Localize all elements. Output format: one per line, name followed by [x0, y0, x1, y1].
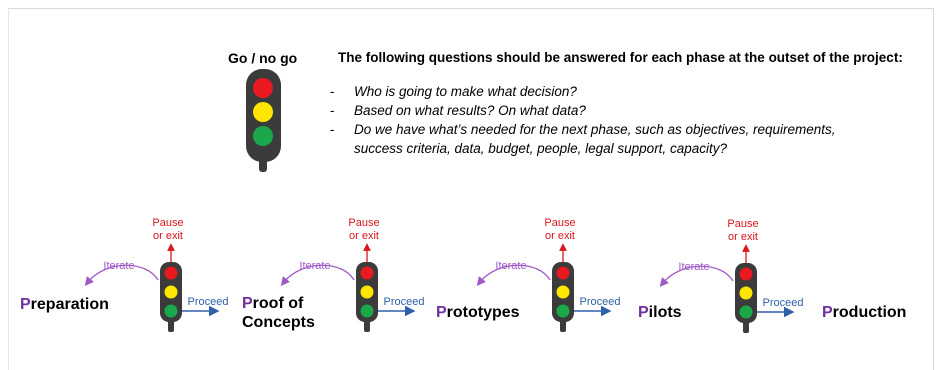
- phase-name: roduction: [832, 304, 907, 321]
- phase-proof-of-concepts: Proof of Concepts: [242, 294, 315, 332]
- phase-prototypes: Prototypes: [436, 303, 520, 322]
- gate-red-light: [739, 267, 753, 281]
- question-item: - Based on what results? On what data?: [330, 101, 870, 120]
- gate-green-light: [556, 304, 570, 318]
- phase-initial: P: [436, 304, 447, 321]
- proceed-label: Proceed: [580, 296, 621, 308]
- gate-yellow-light: [164, 285, 178, 299]
- iterate-arrow: [280, 264, 355, 287]
- gate-green-light: [164, 304, 178, 318]
- question-text: Based on what results? On what data?: [354, 103, 586, 118]
- iterate-label: Iterate: [103, 260, 134, 272]
- green-light: [253, 126, 273, 146]
- go-no-go-title: Go / no go: [228, 50, 298, 66]
- phase-name: roof of: [252, 295, 304, 312]
- question-text: Who is going to make what decision?: [354, 84, 577, 99]
- phase-pilots: Pilots: [638, 303, 682, 322]
- gate-yellow-light: [556, 285, 570, 299]
- gate-green-light: [360, 304, 374, 318]
- iterate-label: Iterate: [495, 260, 526, 272]
- gate-red-light: [556, 266, 570, 280]
- iterate-arrow: [476, 264, 551, 287]
- slide-frame: [8, 8, 934, 370]
- gate-red-light: [164, 266, 178, 280]
- gate-yellow-light: [739, 286, 753, 300]
- question-item: - Do we have what’s needed for the next p…: [330, 120, 870, 158]
- gate-yellow-light: [360, 285, 374, 299]
- proceed-label: Proceed: [384, 296, 425, 308]
- traffic-light-icon: [246, 69, 281, 172]
- exit-label: or exit: [349, 230, 379, 242]
- gate-red-light: [360, 266, 374, 280]
- iterate-label: Iterate: [678, 261, 709, 273]
- phase-initial: P: [822, 304, 833, 321]
- iterate-label: Iterate: [299, 260, 330, 272]
- questions-list: - Who is going to make what decision? - Ba…: [330, 82, 870, 158]
- gate-green-light: [739, 305, 753, 319]
- iterate-arrow: [659, 265, 734, 288]
- phase-initial: P: [638, 304, 649, 321]
- phase-initial: P: [242, 295, 253, 312]
- bullet-dash: -: [330, 103, 335, 118]
- bullet-dash: -: [330, 84, 335, 99]
- questions-heading: The following questions should be answer…: [338, 50, 903, 65]
- yellow-light: [253, 102, 273, 122]
- question-item: - Who is going to make what decision?: [330, 82, 870, 101]
- exit-label: or exit: [153, 230, 183, 242]
- phase-name: rototypes: [446, 304, 520, 321]
- iterate-arrow: [84, 264, 159, 287]
- phase-production: Production: [822, 303, 906, 322]
- phase-name: ilots: [648, 304, 682, 321]
- phase-initial: P: [20, 296, 31, 313]
- red-light: [253, 78, 273, 98]
- phase-name: reparation: [30, 296, 109, 313]
- pause-label: Pause: [727, 218, 758, 230]
- pause-label: Pause: [348, 217, 379, 229]
- proceed-label: Proceed: [188, 296, 229, 308]
- question-text: Do we have what’s needed for the next ph…: [354, 122, 836, 156]
- proceed-label: Proceed: [763, 297, 804, 309]
- phase-name-line2: Concepts: [242, 314, 315, 331]
- pause-label: Pause: [544, 217, 575, 229]
- exit-label: or exit: [545, 230, 575, 242]
- exit-label: or exit: [728, 231, 758, 243]
- pause-label: Pause: [152, 217, 183, 229]
- bullet-dash: -: [330, 122, 335, 137]
- phase-preparation: Preparation: [20, 295, 109, 314]
